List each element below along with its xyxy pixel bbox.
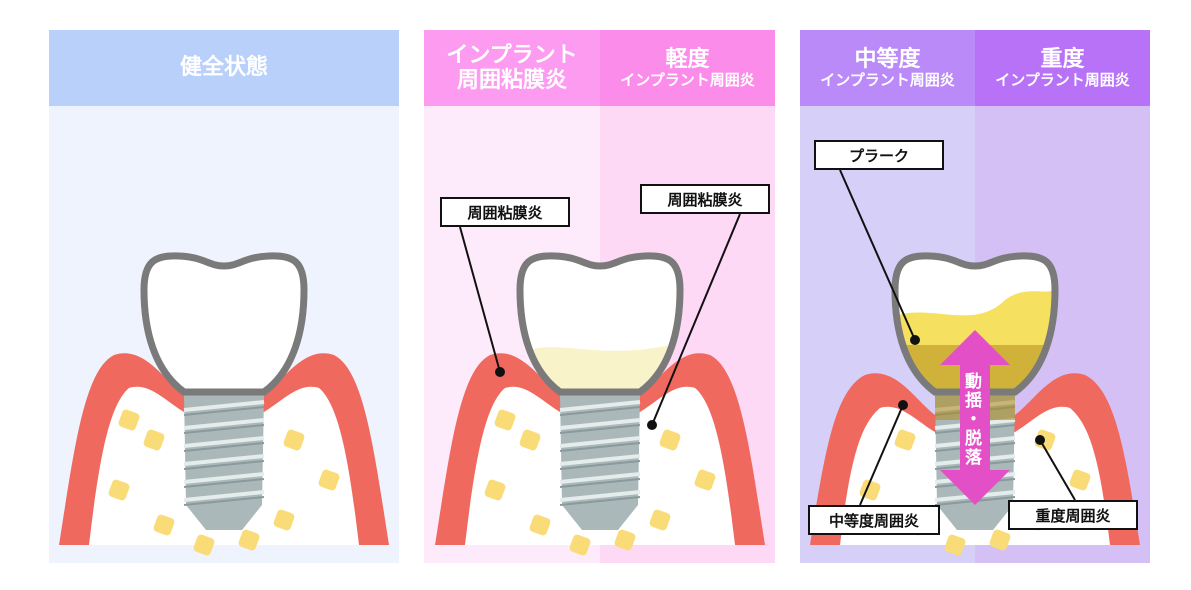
bone-spot	[484, 479, 506, 501]
bone-spot	[494, 409, 516, 431]
title-healthy: 健全状態	[179, 55, 268, 81]
header-healthy: 健全状態	[49, 30, 399, 106]
bone-spot	[238, 529, 260, 551]
header-severe: 重度 インプラント周囲炎	[975, 30, 1150, 106]
leader-mucositis-right	[647, 213, 741, 430]
bone-spot	[989, 529, 1011, 551]
bone-spot	[273, 509, 295, 531]
title-mild: 軽度	[665, 46, 710, 72]
bone-spot	[143, 429, 165, 451]
bone-spot	[193, 534, 215, 556]
bone-spot	[569, 534, 591, 556]
bone-spot	[694, 469, 716, 491]
bone-spot	[283, 429, 305, 451]
bone-spot	[108, 479, 130, 501]
tooth-mucositis	[435, 252, 765, 556]
mobility-arrow-icon	[940, 330, 1010, 505]
label-mucositis-left: 周囲粘膜炎	[440, 197, 570, 227]
bone-spot	[529, 514, 551, 536]
leader-mucositis-left	[459, 226, 505, 377]
title-mucositis-1: インプラント	[446, 42, 578, 68]
label-plaque: プラーク	[814, 140, 944, 170]
bone-spot	[614, 529, 636, 551]
header-mucositis: インプラント 周囲粘膜炎	[424, 30, 600, 106]
leader-severe	[1035, 435, 1076, 501]
subtitle-mild: インプラント周囲炎	[620, 71, 755, 90]
label-moderate: 中等度周囲炎	[808, 505, 940, 535]
bone-spot	[318, 469, 340, 491]
header-moderate: 中等度 インプラント周囲炎	[800, 30, 975, 106]
bone-spot	[649, 509, 671, 531]
bone-spot	[894, 429, 916, 451]
title-moderate: 中等度	[854, 46, 921, 72]
subtitle-severe: インプラント周囲炎	[995, 71, 1130, 90]
tooth-healthy	[59, 252, 389, 556]
bone-spot	[153, 514, 175, 536]
bone-spot	[659, 429, 681, 451]
header-mild: 軽度 インプラント周囲炎	[600, 30, 775, 106]
title-mucositis-2: 周囲粘膜炎	[456, 68, 567, 93]
subtitle-moderate: インプラント周囲炎	[820, 71, 955, 90]
leader-plaque	[839, 169, 920, 345]
leader-moderate	[859, 400, 908, 506]
bone-spot	[944, 534, 966, 556]
label-mucositis-right: 周囲粘膜炎	[640, 184, 770, 214]
bone-spot	[519, 429, 541, 451]
mobility-text: 動揺・脱落	[961, 372, 981, 467]
title-severe: 重度	[1040, 46, 1085, 72]
bone-spot	[118, 409, 140, 431]
bone-spot	[1069, 469, 1091, 491]
label-severe: 重度周囲炎	[1008, 500, 1138, 530]
crown	[144, 255, 304, 392]
